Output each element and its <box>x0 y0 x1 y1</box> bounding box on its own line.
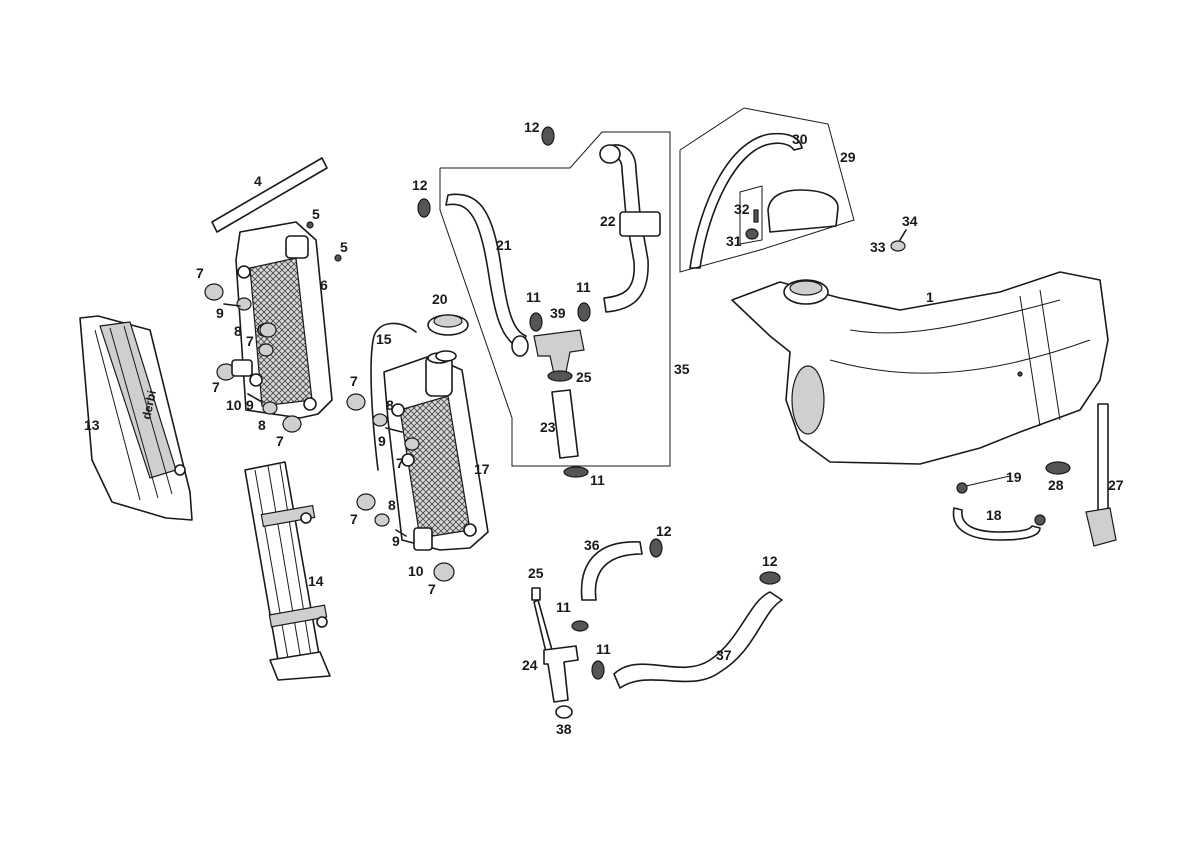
hose-clamp <box>417 126 591 332</box>
tank-screw <box>890 229 907 252</box>
right-radiator-guard <box>244 461 331 681</box>
callout-32: 32 <box>734 201 750 217</box>
lower-hose-long <box>613 571 783 689</box>
callout-34: 34 <box>902 213 918 229</box>
callout-7: 7 <box>246 333 254 349</box>
callout-11: 11 <box>596 641 611 657</box>
callout-1: 1 <box>926 289 934 305</box>
callout-12: 12 <box>656 523 672 539</box>
brand-logo-text: derbi <box>139 389 159 421</box>
pipe-and-clamp <box>547 370 589 478</box>
callout-11: 11 <box>556 599 571 615</box>
callout-5: 5 <box>312 206 320 222</box>
upper-hose <box>445 193 529 357</box>
callout-7: 7 <box>396 455 404 471</box>
callout-22: 22 <box>600 213 616 229</box>
small-screw <box>306 221 342 262</box>
callout-25: 25 <box>576 369 592 385</box>
callout-10: 10 <box>408 563 424 579</box>
callout-7: 7 <box>428 581 436 597</box>
callout-12: 12 <box>524 119 540 135</box>
callout-30: 30 <box>792 131 808 147</box>
callout-7: 7 <box>350 511 358 527</box>
callout-23: 23 <box>540 419 556 435</box>
left-radiator-guard: derbi <box>79 315 193 521</box>
callout-14: 14 <box>308 573 324 589</box>
callout-11: 11 <box>526 289 541 305</box>
callout-28: 28 <box>1048 477 1064 493</box>
overflow-wire <box>370 322 417 471</box>
callout-9: 9 <box>216 305 224 321</box>
fuel-hose <box>952 475 1046 541</box>
callout-15: 15 <box>376 331 392 347</box>
callout-7: 7 <box>212 379 220 395</box>
tank-cover-panel <box>679 107 855 273</box>
callout-39: 39 <box>550 305 566 321</box>
callout-7: 7 <box>276 433 284 449</box>
right-radiator <box>383 352 489 551</box>
callout-17: 17 <box>474 461 490 477</box>
callout-9: 9 <box>392 533 400 549</box>
radiator-cap <box>427 314 469 362</box>
callout-12: 12 <box>762 553 778 569</box>
callout-25: 25 <box>528 565 544 581</box>
callout-11: 11 <box>590 472 605 488</box>
callout-31: 31 <box>726 233 742 249</box>
callout-9: 9 <box>246 397 254 413</box>
callout-8: 8 <box>258 417 266 433</box>
hose-kit-outline <box>439 131 671 467</box>
left-radiator <box>235 221 333 419</box>
callout-27: 27 <box>1108 477 1124 493</box>
bleed-fitting <box>531 587 605 719</box>
callout-18: 18 <box>986 507 1002 523</box>
callout-6: 6 <box>320 277 328 293</box>
callout-29: 29 <box>840 149 856 165</box>
radiator-mounting-hardware-right <box>346 393 455 582</box>
callout-36: 36 <box>584 537 600 553</box>
callout-7: 7 <box>196 265 204 281</box>
callout-11: 11 <box>576 279 591 295</box>
callout-20: 20 <box>432 291 448 307</box>
callout-5: 5 <box>340 239 348 255</box>
callout-10: 10 <box>226 397 242 413</box>
fuel-tank <box>731 271 1109 465</box>
callout-19: 19 <box>1006 469 1022 485</box>
callout-12: 12 <box>412 177 428 193</box>
callout-7: 7 <box>350 373 358 389</box>
callout-21: 21 <box>496 237 512 253</box>
t-connector <box>533 329 585 375</box>
hose-rod <box>211 157 328 233</box>
callout-35: 35 <box>674 361 690 377</box>
callout-8: 8 <box>388 497 396 513</box>
callout-33: 33 <box>870 239 886 255</box>
callout-38: 38 <box>556 721 572 737</box>
callout-8: 8 <box>234 323 242 339</box>
callout-37: 37 <box>716 647 732 663</box>
callout-labels: 1 4 5 5 6 7 7 7 7 7 7 7 7 8 8 8 8 9 9 9 … <box>84 119 1124 737</box>
radiator-mounting-hardware <box>204 283 302 433</box>
callout-4: 4 <box>254 173 262 189</box>
callout-8: 8 <box>386 397 394 413</box>
lower-hose-short <box>580 538 663 601</box>
fuel-tap <box>1085 403 1117 547</box>
thermostat-hose <box>599 144 661 313</box>
fuel-hose-clamp <box>1045 461 1071 475</box>
callout-13: 13 <box>84 417 100 433</box>
callout-24: 24 <box>522 657 538 673</box>
callout-9: 9 <box>378 433 386 449</box>
